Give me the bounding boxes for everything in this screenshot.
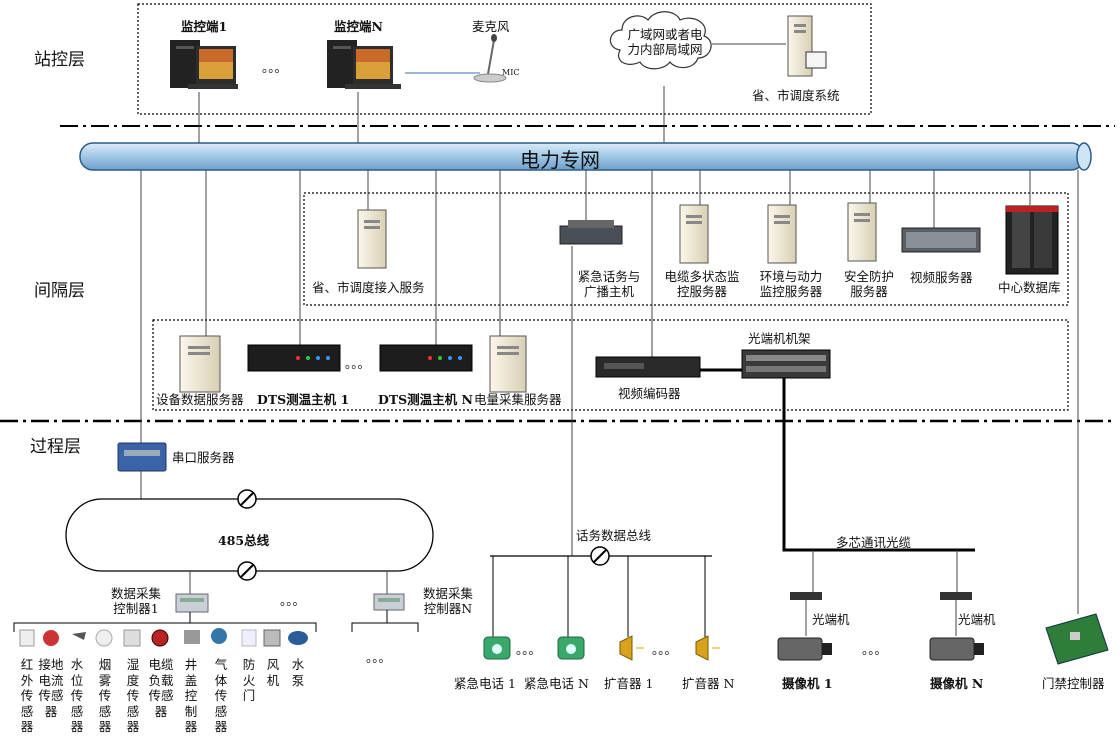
sensor-label: 风机 — [266, 657, 280, 688]
sensor-label: 水泵 — [291, 657, 305, 688]
access-control-label: 门禁控制器 — [1042, 676, 1105, 691]
serial-server-label: 串口服务器 — [172, 450, 235, 465]
sensor-label: 电缆负载传感器 — [148, 657, 174, 719]
bay-upper-group-box — [303, 192, 1069, 306]
database-label: 中心数据库 — [998, 280, 1061, 295]
rack-server-icon — [901, 227, 981, 253]
rs485-bus-loop — [65, 498, 434, 572]
camera-icon — [929, 637, 984, 661]
server-icon — [787, 15, 827, 77]
data-collector-icon — [373, 593, 405, 611]
sensor-label: 接地电流传感器 — [38, 657, 64, 719]
security-label: 安全防护服务器 — [843, 269, 894, 299]
microphone-icon — [473, 34, 507, 83]
ellipsis: 。。。 — [652, 642, 678, 657]
layer-label-process: 过程层 — [30, 437, 81, 457]
speaker-icon — [695, 635, 720, 661]
cloud-icon — [609, 11, 712, 70]
sensor-label: 湿度传感器 — [126, 657, 140, 734]
dts-host-icon — [247, 344, 341, 372]
dts-host-icon — [379, 344, 473, 372]
server-icon — [767, 204, 797, 264]
bay-ellipsis: 。。。 — [345, 356, 371, 371]
dispatch-access-label: 省、市调度接入服务 — [312, 280, 425, 295]
server-icon — [847, 202, 877, 262]
station-ellipsis: 。。。 — [262, 60, 288, 75]
access-controller-icon — [1045, 613, 1109, 665]
dts-1-label: DTS测温主机 1 — [257, 392, 350, 407]
energy-server-label: 电量采集服务器 — [474, 392, 562, 407]
bus-485-label: 485总线 — [218, 533, 270, 548]
video-encoder-icon — [595, 356, 701, 378]
power-network-pipe — [79, 142, 1092, 171]
phone-1-label: 紧急电话 1 — [454, 676, 516, 691]
server-icon — [179, 335, 221, 393]
camera-n-label: 摄像机 N — [930, 676, 984, 691]
speaker-n-label: 扩音器 N — [682, 676, 735, 691]
layer-label-station: 站控层 — [34, 50, 85, 70]
fiber-cable — [782, 378, 975, 552]
optical-transceiver-icon — [790, 592, 822, 600]
optical-1-label: 光端机 — [812, 612, 850, 627]
server-icon — [679, 204, 709, 264]
network-label: 电力专网 — [520, 148, 600, 172]
data-collector-icon — [175, 593, 209, 613]
video-encoder-label: 视频编码器 — [618, 386, 681, 401]
monitor-n-label: 监控端N — [334, 19, 383, 34]
sensor-label: 气体传感器 — [214, 657, 228, 734]
sensor-icons — [19, 628, 308, 647]
collector-1-label: 数据采集控制器1 — [110, 586, 161, 616]
server-icon — [489, 335, 527, 393]
ellipsis: 。。。 — [516, 642, 542, 657]
monitor-1-label: 监控端1 — [181, 19, 228, 34]
computer-icon — [170, 40, 238, 89]
speaker-icon — [619, 635, 644, 661]
optical-transceiver-icon — [940, 592, 972, 600]
cloud-label: 广域网或者电力内部局域网 — [627, 27, 703, 57]
broadcast-host-icon — [559, 220, 623, 245]
sensor-label: 井盖控制器 — [184, 657, 198, 734]
phone-icon — [557, 636, 585, 660]
database-icon — [1005, 205, 1059, 275]
cable-monitor-label: 电缆多状态监控服务器 — [664, 269, 740, 299]
junction-icon — [237, 561, 257, 581]
optical-n-label: 光端机 — [958, 612, 996, 627]
camera-1-label: 摄像机 1 — [782, 676, 833, 691]
broadcast-host-label: 紧急话务与广播主机 — [577, 269, 641, 299]
env-monitor-label: 环境与动力监控服务器 — [759, 269, 823, 299]
optical-rack-label: 光端机机架 — [748, 331, 811, 346]
sensor-label: 红外传感器 — [20, 657, 34, 734]
voice-bus-label: 话务数据总线 — [576, 528, 652, 543]
mic-text: MIC — [502, 68, 520, 77]
phone-icon — [483, 636, 511, 660]
video-server-label: 视频服务器 — [910, 270, 973, 285]
junction-icon — [237, 489, 257, 509]
camera-icon — [777, 637, 832, 661]
process-ellipsis-1: 。。。 — [280, 593, 306, 608]
microphone-label: 麦克风 — [472, 19, 510, 34]
fiber-cable-label: 多芯通讯光缆 — [836, 535, 912, 550]
station-group-box — [137, 3, 872, 115]
bay-lower-group-box — [152, 319, 1069, 411]
phone-n-label: 紧急电话 N — [524, 676, 589, 691]
dts-n-label: DTS测温主机 N — [378, 392, 473, 407]
ellipsis: 。。。 — [862, 642, 888, 657]
sensor-label: 烟雾传感器 — [98, 657, 112, 734]
speaker-1-label: 扩音器 1 — [604, 676, 654, 691]
collector-n-label: 数据采集控制器N — [422, 586, 473, 616]
junction-icon — [590, 546, 610, 566]
server-icon — [357, 209, 387, 269]
sensor-label: 水位传感器 — [70, 657, 84, 734]
dispatch-system-label: 省、市调度系统 — [752, 88, 840, 103]
optical-rack-icon — [741, 349, 831, 379]
layer-label-bay: 间隔层 — [34, 281, 85, 301]
sensor-label: 防火门 — [242, 657, 256, 703]
serial-server-icon — [117, 442, 167, 472]
process-ellipsis-2: 。。。 — [366, 650, 392, 665]
device-server-label: 设备数据服务器 — [156, 392, 244, 407]
computer-icon — [327, 40, 401, 89]
